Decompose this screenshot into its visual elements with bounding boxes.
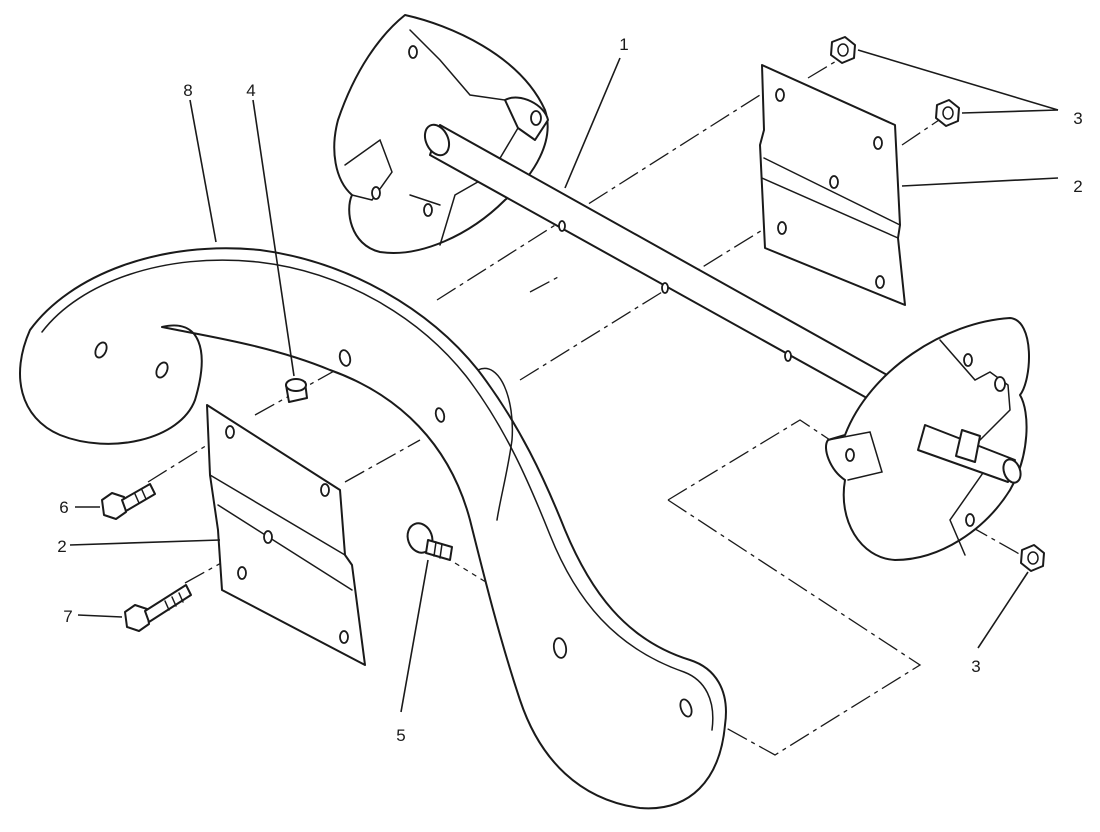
shear-plate-right	[759, 64, 906, 306]
hex-nut-2	[935, 99, 960, 127]
callout-7: 7	[63, 607, 72, 626]
callout-6: 6	[59, 498, 68, 517]
callout-3-top: 3	[1073, 109, 1082, 128]
right-hub-plate	[825, 317, 1030, 561]
hex-bolt-long	[124, 584, 192, 632]
callout-2-left: 2	[57, 537, 66, 556]
hex-nut-1	[830, 36, 856, 64]
leader-lines	[69, 49, 1059, 713]
callout-2-right: 2	[1073, 177, 1082, 196]
callout-8: 8	[183, 81, 192, 100]
callout-4: 4	[246, 81, 255, 100]
callout-numbers: 1 2 3 3 4 8 5 6 2 7	[57, 35, 1082, 745]
callout-5: 5	[396, 726, 405, 745]
auger-flighting	[19, 247, 727, 810]
callout-1: 1	[619, 35, 628, 54]
spacer-bushing	[285, 378, 308, 403]
carriage-bolt	[406, 522, 453, 561]
hex-bolt-short	[101, 483, 156, 520]
shear-plate-left	[206, 404, 366, 666]
callout-3-bottom: 3	[971, 657, 980, 676]
hex-nut-3	[1020, 544, 1045, 572]
